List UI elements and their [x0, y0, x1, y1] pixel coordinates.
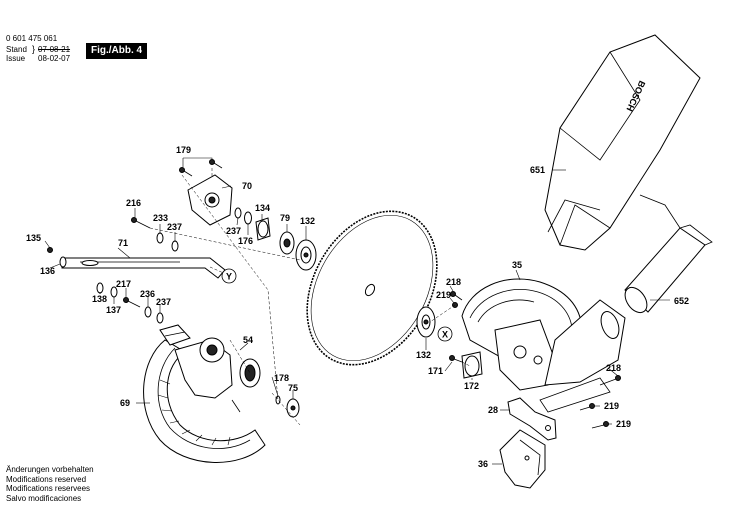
note-french: Modifications reservees	[6, 484, 91, 493]
dust-chute-651: BOSCH	[544, 34, 701, 251]
flange-132-lower	[416, 306, 436, 338]
link-rod-71	[61, 257, 226, 279]
issue-date: 08-02-07	[38, 54, 71, 63]
flange-134	[255, 217, 271, 241]
note-english: Modifications reserved	[6, 474, 87, 484]
washer-54	[239, 358, 261, 388]
part-label-35: 35	[512, 260, 522, 270]
part-label-138: 138	[92, 294, 107, 304]
footer-notes: Änderungen vorbehalten Modifications res…	[6, 465, 94, 503]
part-label-79: 79	[280, 213, 290, 223]
part-label-218-upper: 218	[446, 277, 461, 287]
part-label-178: 178	[274, 373, 289, 383]
part-label-132-lower: 132	[416, 350, 431, 360]
part-label-137: 137	[106, 305, 121, 315]
callout-y-letter: Y	[226, 272, 232, 282]
part-label-237-mid: 237	[226, 226, 241, 236]
part-label-172: 172	[464, 381, 479, 391]
part-label-176: 176	[238, 236, 253, 246]
part-label-237-upper: 237	[167, 222, 182, 232]
callout-x-letter: X	[442, 330, 448, 340]
part-label-36: 36	[478, 459, 488, 469]
part-label-69: 69	[120, 398, 130, 408]
blade-guard-35	[461, 278, 626, 413]
flange-79	[279, 231, 295, 255]
part-label-237-lower: 237	[156, 297, 171, 307]
spacer-172	[461, 351, 483, 379]
leader-lines	[44, 157, 670, 465]
flange-132-upper	[295, 239, 317, 271]
part-label-219-mid: 219	[604, 401, 619, 411]
part-label-233: 233	[153, 213, 168, 223]
issue-label: Issue	[6, 54, 26, 63]
bracket-glyph: }	[32, 44, 36, 54]
saw-blade	[306, 210, 438, 366]
part-label-136: 136	[40, 266, 55, 276]
note-german: Änderungen vorbehalten	[6, 465, 94, 474]
figure-badge: Fig./Abb. 4	[86, 43, 148, 59]
part-label-70: 70	[242, 181, 252, 191]
part-label-217: 217	[116, 279, 131, 289]
stand-label: Stand	[6, 45, 27, 54]
callout-y: Y	[221, 268, 237, 284]
part-label-75: 75	[288, 383, 298, 393]
part-label-218-lower: 218	[606, 363, 621, 373]
part-label-179: 179	[176, 145, 191, 155]
lower-guard-69	[143, 324, 266, 463]
part-label-71: 71	[118, 238, 128, 248]
washer-75	[286, 398, 300, 418]
part-label-134: 134	[255, 203, 270, 213]
part-label-219-lower: 219	[616, 419, 631, 429]
part-label-652: 652	[674, 296, 689, 306]
part-label-651: 651	[530, 165, 545, 175]
part-label-54: 54	[243, 335, 253, 345]
part-label-216: 216	[126, 198, 141, 208]
note-spanish: Salvo modificaciones	[6, 493, 82, 503]
part-label-171: 171	[428, 366, 443, 376]
part-number-labels: 179 70 216 233 134 79 132 237 237 176 13…	[26, 145, 689, 469]
part-label-132-upper: 132	[300, 216, 315, 226]
part-label-28: 28	[488, 405, 498, 415]
document-number: 0 601 475 061	[6, 34, 58, 43]
part-label-219-upper: 219	[436, 290, 451, 300]
part-label-236: 236	[140, 289, 155, 299]
stand-date: 07-08-21	[38, 45, 71, 54]
hose-adapter-652	[624, 194, 713, 314]
bracket-70	[187, 174, 233, 226]
part-label-135: 135	[26, 233, 41, 243]
bracket-28	[507, 397, 557, 441]
cover-36	[499, 429, 546, 489]
callout-x: X	[437, 326, 453, 342]
